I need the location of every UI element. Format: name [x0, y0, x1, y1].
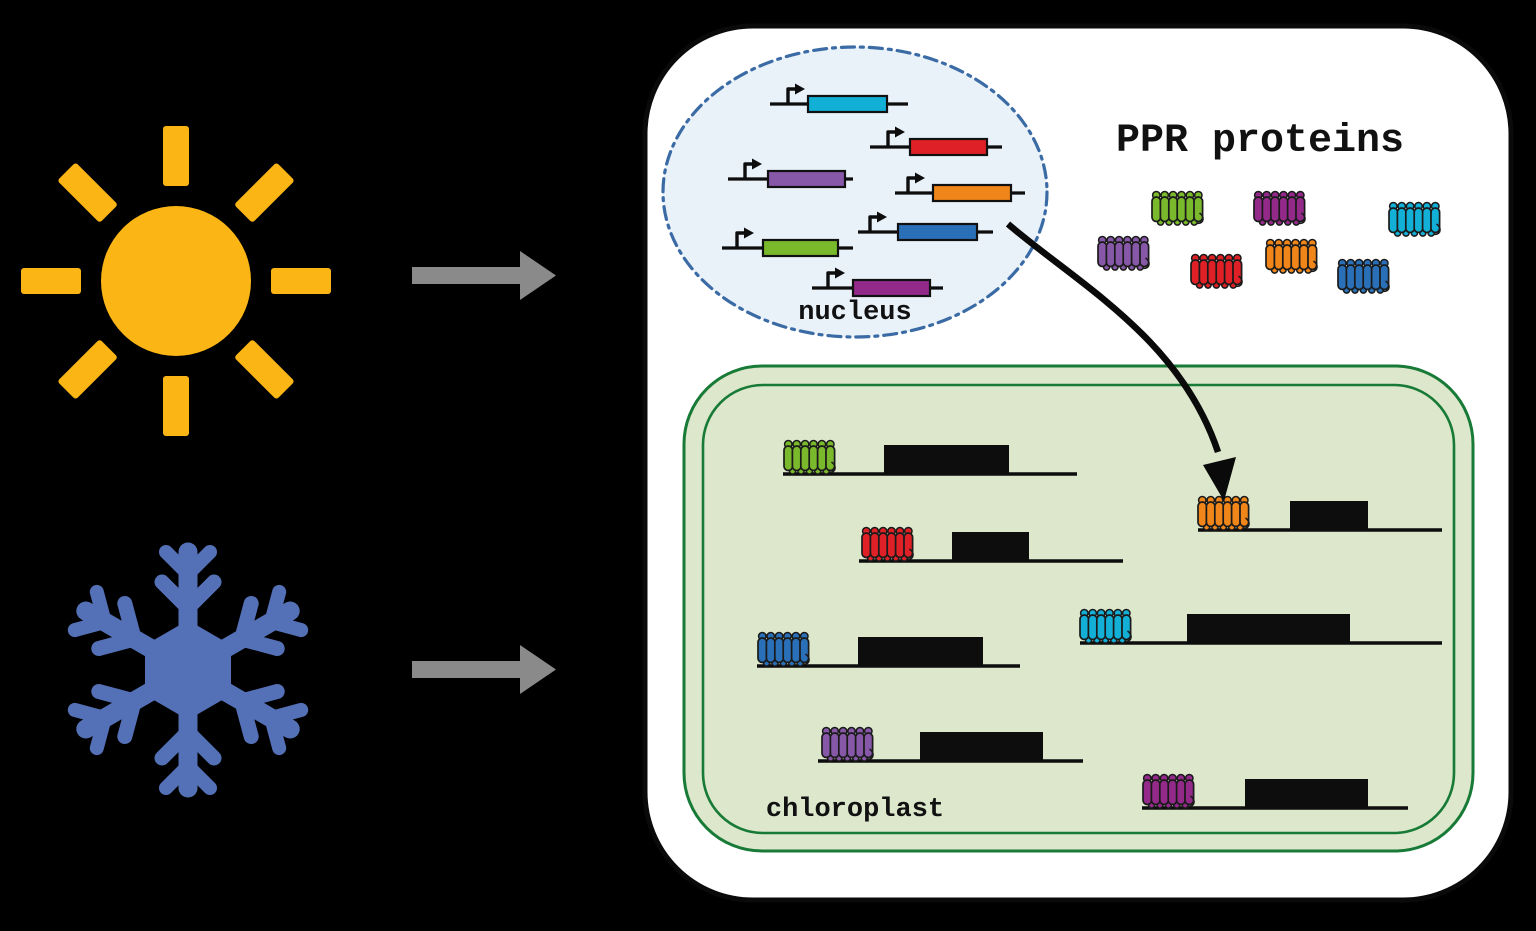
bound-ppr-protein-icon-blue: [757, 631, 810, 667]
bound-ppr-protein-icon-red: [861, 526, 914, 562]
sun-disc: [101, 206, 251, 356]
import-arrow-icon: [1005, 221, 1236, 501]
rna-row-violet: [818, 726, 1083, 763]
gene-cassette-orange: [895, 172, 1025, 203]
gene-cassette-red: [870, 126, 1002, 157]
ppr-protein-icon-blue: [1337, 258, 1390, 294]
ppr-proteins-label: PPR proteins: [1116, 119, 1404, 164]
sun-rays: [21, 126, 331, 436]
bound-ppr-protein-icon-orange: [1197, 495, 1250, 531]
bound-ppr-protein-icon-green: [783, 439, 836, 475]
bound-ppr-protein-icon-magenta: [1142, 773, 1195, 809]
chloroplast-rna-layer: [757, 439, 1442, 810]
gene-cassette-violet: [728, 158, 853, 189]
nucleus-envelope: [661, 45, 1049, 339]
bound-ppr-protein-icon-violet: [821, 726, 874, 762]
gene-cassette-cyan: [770, 83, 908, 114]
nucleus-genes-layer: [722, 83, 1025, 298]
snowflake-arrow-icon: [412, 645, 556, 694]
ppr-protein-icon-green: [1151, 190, 1204, 226]
gene-cassette-green: [722, 227, 853, 258]
rna-row-red: [859, 526, 1123, 563]
rna-row-green: [783, 439, 1077, 476]
chloroplast-label: chloroplast: [766, 795, 944, 825]
bound-ppr-protein-icon-cyan: [1079, 608, 1132, 644]
nucleus-label: nucleus: [798, 298, 911, 328]
gene-cassette-magenta: [812, 267, 943, 298]
rna-row-magenta: [1142, 773, 1408, 810]
rna-row-blue: [757, 631, 1020, 668]
ppr-protein-icon-red: [1190, 253, 1243, 289]
ppr-protein-icon-violet: [1097, 235, 1150, 271]
ppr-protein-icon-magenta: [1253, 190, 1306, 226]
rna-row-cyan: [1079, 608, 1442, 645]
ppr-protein-icon-cyan: [1388, 201, 1441, 237]
chloroplast-envelope: [682, 364, 1475, 853]
sun-icon: [21, 126, 331, 436]
snowflake-icon: [67, 542, 309, 798]
ppr-protein-icon-orange: [1265, 238, 1318, 274]
gene-cassette-blue: [858, 211, 993, 242]
sun-arrow-icon: [412, 251, 556, 300]
rna-row-orange: [1197, 495, 1442, 532]
